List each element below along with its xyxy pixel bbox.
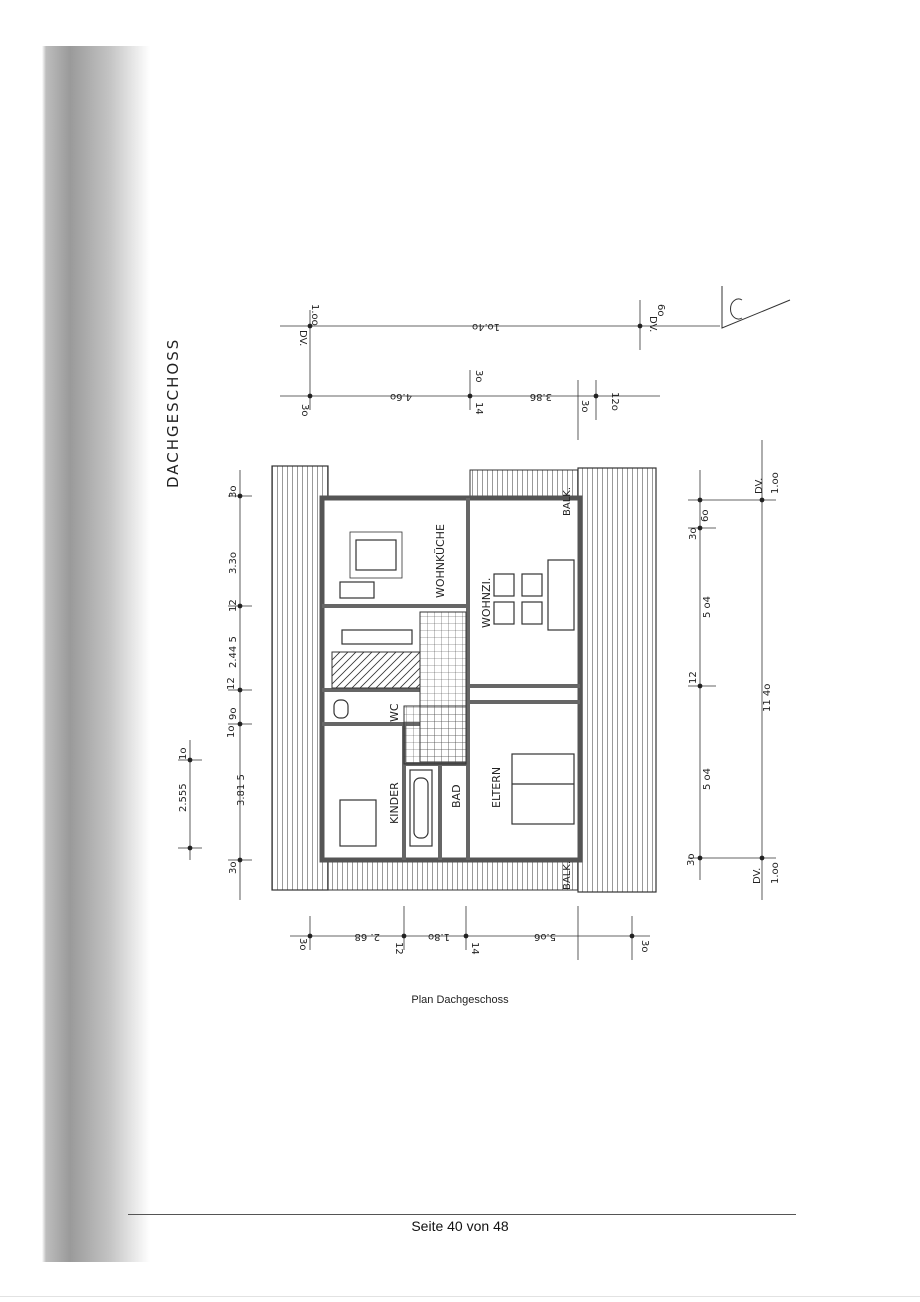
dim-left-11: 3o (228, 862, 239, 874)
dim-left-5: 12 (226, 677, 237, 690)
dim-bottom-7: 3o (639, 940, 650, 952)
room-bad: BAD (450, 784, 463, 808)
roof-strip-right (577, 467, 657, 893)
dim-bottom-2: 2. 68 (355, 931, 380, 942)
hatched-area (331, 651, 421, 689)
furniture (333, 531, 575, 847)
room-wohnzi: WOHNZI. (480, 578, 493, 628)
dim-right-3: 3o (688, 528, 699, 540)
dim-right-7: 11 4o (762, 684, 773, 712)
dim-top-5: 6o (655, 304, 666, 316)
room-wc: WC (388, 703, 401, 722)
balcony-bottom (327, 857, 579, 891)
dim-top-7: 4.6o (390, 391, 412, 402)
room-kinder: KINDER (388, 782, 401, 824)
dim-top-11: 3o (579, 400, 590, 412)
tiled-landing (403, 705, 467, 765)
dim-right-8: 5 o4 (702, 768, 713, 790)
plan-caption: Plan Dachgeschoss (411, 994, 509, 1006)
room-balk-top: BALK. (562, 487, 573, 516)
room-wohnkueche: WOHNKÜCHE (434, 524, 447, 598)
dim-right-5: 5 o4 (702, 596, 713, 618)
dim-right-4: 6o (700, 510, 711, 522)
page-number: Seite 40 von 48 (411, 1218, 509, 1234)
dim-left-3: 12 (228, 599, 239, 612)
dim-left-7: 1o (226, 726, 237, 738)
dim-bottom-3: 12 (393, 942, 404, 955)
page-edge (0, 1296, 920, 1297)
section-title: DACHGESCHOSS (164, 338, 182, 488)
room-eltern: ELTERN (490, 767, 503, 808)
dim-top-4: DV. (647, 316, 658, 332)
dim-right-10: DV. (752, 868, 763, 884)
dim-right-11: 1.oo (770, 862, 781, 884)
dim-left-4: 2.44 5 (228, 636, 239, 668)
footer-divider (128, 1214, 796, 1215)
dim-top-2: 1.oo (309, 304, 320, 326)
dim-bottom-6: 5.o6 (534, 931, 556, 942)
corner-marker (721, 286, 791, 329)
dim-bottom-5: 14 (469, 942, 480, 955)
dim-right-2: 1.oo (770, 472, 781, 494)
dim-top-12: 12o (609, 392, 620, 411)
room-balk-bottom: BALK. (562, 861, 573, 890)
scan-edge-shadow (0, 0, 150, 1302)
dim-left-6: 9o (228, 708, 239, 720)
dim-bottom-1: 3o (297, 938, 308, 950)
dim-left-8: 3.81 5 (236, 774, 247, 806)
dim-right-6: 12 (688, 671, 699, 684)
dim-top-8: 3o (473, 370, 484, 382)
dim-right-1: DV. (754, 478, 765, 494)
scan-edge-mask-top (42, 0, 152, 46)
dim-top-6: 3o (299, 404, 310, 416)
dim-top-10: 3.86 (530, 391, 552, 402)
dim-top-3: 1o.4o (472, 321, 500, 332)
dim-top-9: 14 (473, 402, 484, 415)
dim-right-9: 3o (686, 854, 697, 866)
dim-left-10: 2.555 (178, 783, 189, 812)
dimension-dots (187, 323, 765, 939)
dim-bottom-4: 1.8o (428, 931, 450, 942)
dim-left-9: 1o (178, 748, 189, 760)
scan-edge-mask-bottom (42, 1262, 152, 1302)
dim-left-1: 3o (228, 486, 239, 498)
dim-left-2: 3.3o (228, 552, 239, 574)
dim-top-1: DV. (297, 330, 308, 346)
